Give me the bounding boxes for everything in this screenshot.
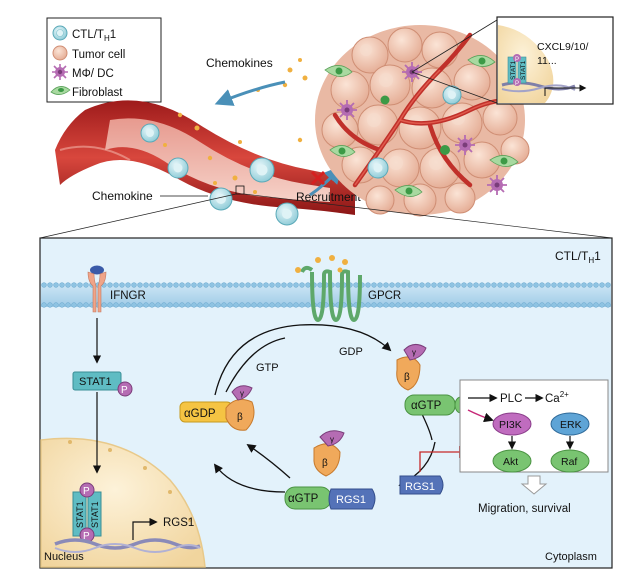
pi3k-label: PI3K [499,419,522,431]
zoom-line-right [243,193,613,239]
gpcr-ligand-dots [295,255,348,273]
rgs1-complex-label: RGS1 [336,494,366,506]
chemokine-flow-arrow [214,80,286,106]
alpha-gtp-rgs1-complex: αGTP RGS1 [284,486,376,510]
dimer-p-top: P [83,486,90,497]
beta-gamma-free-2: β γ [313,430,345,477]
erk-label: ERK [560,419,582,431]
downstream-box: PLC Ca2+ PI3K ERK Akt Raf [459,379,609,473]
nucleus-pores [68,440,192,522]
legend-ctl-label: CTL/TH1 [72,29,116,43]
zoom-line-left [39,193,237,239]
fibroblast-icon [50,86,71,95]
phospho-label: P [121,385,128,396]
beta-label-3: β [322,458,328,469]
stat1-dimer: STAT1 STAT1 P P [72,482,102,543]
ifngr-receptor [87,265,107,313]
rgs1-inhibitor-label: RGS1 [405,481,435,493]
phospho-icon [117,381,133,397]
downstream-output-arrow [520,475,548,495]
vessel-immune-cells [140,123,299,226]
tumor-mass [315,25,530,217]
cytoplasm-label: Cytoplasm [545,551,597,563]
beta-gamma-free-1: β γ [396,344,427,391]
stat1-label: STAT1 [79,376,112,388]
agdp-label: αGDP [184,408,216,420]
nucleus-label: Nucleus [44,551,84,563]
inset-p-top: P [515,57,519,63]
gamma-label-3: γ [330,435,334,444]
legend-macrophage-label: MΦ/ DC [72,68,114,80]
dna-strand [54,538,201,553]
zoom-source-box [235,185,245,195]
pi3k-node [492,412,532,436]
inset-cxcl-line1: CXCL9/10/ [537,41,588,53]
alpha-gtp-active: αGTP [404,394,468,416]
nucleus-rgs1-label: RGS1 [163,517,194,529]
inset-cxcl-line2: 11... [537,55,557,67]
legend-fibroblast-label: Fibroblast [72,87,123,99]
dimer-stat1-b: STAT1 [90,501,100,528]
rgs1-inhibitor: RGS1 [399,446,461,495]
blood-vessel [55,100,355,215]
beta-label-1: β [237,412,243,423]
migration-label: Migration, survival [478,503,571,515]
legend-tumor-label: Tumor cell [72,49,125,61]
raf-node [550,449,590,473]
agtp-label-1: αGTP [411,400,442,412]
gamma-label-1: γ [240,389,244,398]
akt-label: Akt [503,456,518,468]
agtp-label-2: αGTP [288,493,319,505]
beta-label-2: β [404,372,410,383]
inset-p-bottom: P [515,81,519,87]
raf-label: Raf [561,456,577,468]
ca-label: Ca2+ [545,390,569,405]
gpcr-receptor [300,265,362,323]
gdp-label: GDP [339,346,363,358]
blocked-x-icon [310,170,326,186]
nucleus-inset: STAT1 STAT1 P P CXCL9/10/ 11... [411,16,614,105]
plc-label: PLC [500,393,522,405]
gpcr-label: GPCR [368,290,401,302]
tumor-cell-icon [52,45,68,61]
chemokine-label: Chemokine [92,189,153,203]
akt-node [492,449,532,473]
dimer-stat1-a: STAT1 [75,501,85,528]
ifngr-label: IFNGR [110,290,146,302]
inset-stat1-b: STAT1 [520,60,527,80]
gamma-label-2: γ [412,348,416,357]
dimer-p-bottom: P [83,531,90,542]
alpha-gdp-complex: αGDP β γ [179,385,255,431]
legend: CTL/TH1 Tumor cell MΦ/ DC Fibroblast [46,17,162,103]
transcription-arrow [132,517,158,540]
lipid-bilayer [41,282,611,308]
stat1-box [72,371,122,391]
panel-cell-label: CTL/TH1 [555,249,601,265]
erk-node [550,412,590,436]
macrophage-icon [52,64,68,80]
inset-stat1-a: STAT1 [510,60,517,80]
chemokines-label: Chemokines [206,56,273,70]
gtp-label: GTP [256,362,279,374]
recruitment-label: Recruitment [296,190,361,204]
